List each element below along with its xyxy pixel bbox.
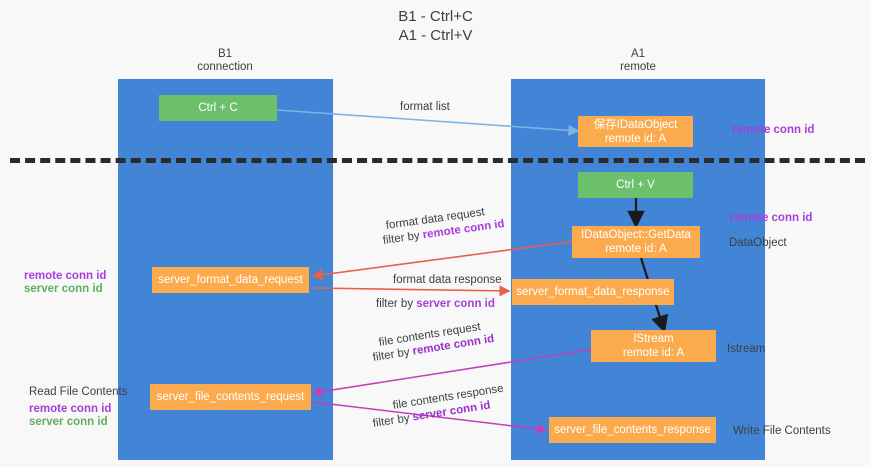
annotation-istream: Istream — [727, 343, 766, 355]
lane-header-a1-name: A1 — [630, 48, 646, 60]
node-idataobject-getdata-label: IDataObject::GetData — [581, 229, 691, 241]
node-save-idataobject[interactable]: 保存IDataObject remote id: A — [578, 116, 693, 147]
lane-header-a1: A1 remote — [568, 48, 708, 74]
node-idataobject-getdata-sub: remote id: A — [605, 243, 667, 255]
node-server-file-contents-response[interactable]: server_file_contents_response — [549, 417, 716, 443]
lane-header-b1-name: B1 — [217, 48, 233, 60]
annotation-left-remote-conn-id-mid: remote conn id — [24, 270, 107, 282]
node-save-idataobject-sub: remote id: A — [604, 132, 667, 145]
lane-header-b1-sub: connection — [197, 61, 253, 73]
node-istream[interactable]: IStream remote id: A — [591, 330, 716, 362]
edge-label-format-list: format list — [400, 101, 450, 113]
annotation-remote-conn-id-mid: remote conn id — [730, 212, 813, 224]
node-istream-sub: remote id: A — [622, 347, 685, 359]
node-ctrl-c[interactable]: Ctrl + C — [159, 95, 277, 121]
annotation-left-server-conn-id-mid: server conn id — [24, 283, 103, 295]
lane-header-b1: B1 connection — [155, 48, 295, 74]
node-server-file-contents-response-label: server_file_contents_response — [554, 424, 711, 436]
annotation-dataobject: DataObject — [729, 237, 787, 249]
annotation-remote-conn-id-top: remote conn id — [732, 124, 815, 136]
edge-label-format-data-response: format data response — [393, 274, 502, 286]
node-server-file-contents-request[interactable]: server_file_contents_request — [150, 384, 311, 410]
annotation-read-file-contents: Read File Contents — [29, 386, 128, 398]
edge-format-data-response — [312, 285, 511, 297]
filter-key-server-conn-id: server conn id — [416, 298, 495, 310]
title-line-1: B1 - Ctrl+C — [398, 8, 473, 25]
node-server-format-data-request[interactable]: server_format_data_request — [152, 267, 309, 293]
node-ctrl-v[interactable]: Ctrl + V — [578, 172, 693, 198]
page-title: B1 - Ctrl+C A1 - Ctrl+V — [0, 7, 871, 45]
node-ctrl-c-label: Ctrl + C — [198, 102, 238, 114]
node-server-format-data-response-label: server_format_data_response — [516, 286, 670, 298]
node-save-idataobject-label: 保存IDataObject — [593, 118, 678, 131]
annotation-left-server-conn-id-bottom: server conn id — [29, 416, 108, 428]
node-server-file-contents-request-label: server_file_contents_request — [156, 391, 305, 403]
node-idataobject-getdata[interactable]: IDataObject::GetData remote id: A — [572, 226, 700, 258]
annotation-left-remote-conn-id-bottom: remote conn id — [29, 403, 112, 415]
lane-header-a1-sub: remote — [620, 61, 656, 73]
filter-prefix: filter by — [382, 229, 424, 247]
filter-prefix: filter by — [376, 298, 417, 310]
annotation-write-file-contents: Write File Contents — [733, 425, 831, 437]
title-line-2: A1 - Ctrl+V — [398, 27, 473, 44]
node-istream-label: IStream — [633, 333, 674, 345]
node-server-format-data-request-label: server_format_data_request — [158, 274, 303, 286]
filter-prefix: filter by — [371, 411, 414, 430]
filter-prefix: filter by — [371, 345, 414, 364]
edge-label-format-data-response-filter: filter by server conn id — [376, 297, 495, 312]
phase-divider — [10, 158, 865, 163]
node-server-format-data-response[interactable]: server_format_data_response — [512, 279, 674, 305]
node-ctrl-v-label: Ctrl + V — [616, 179, 655, 191]
